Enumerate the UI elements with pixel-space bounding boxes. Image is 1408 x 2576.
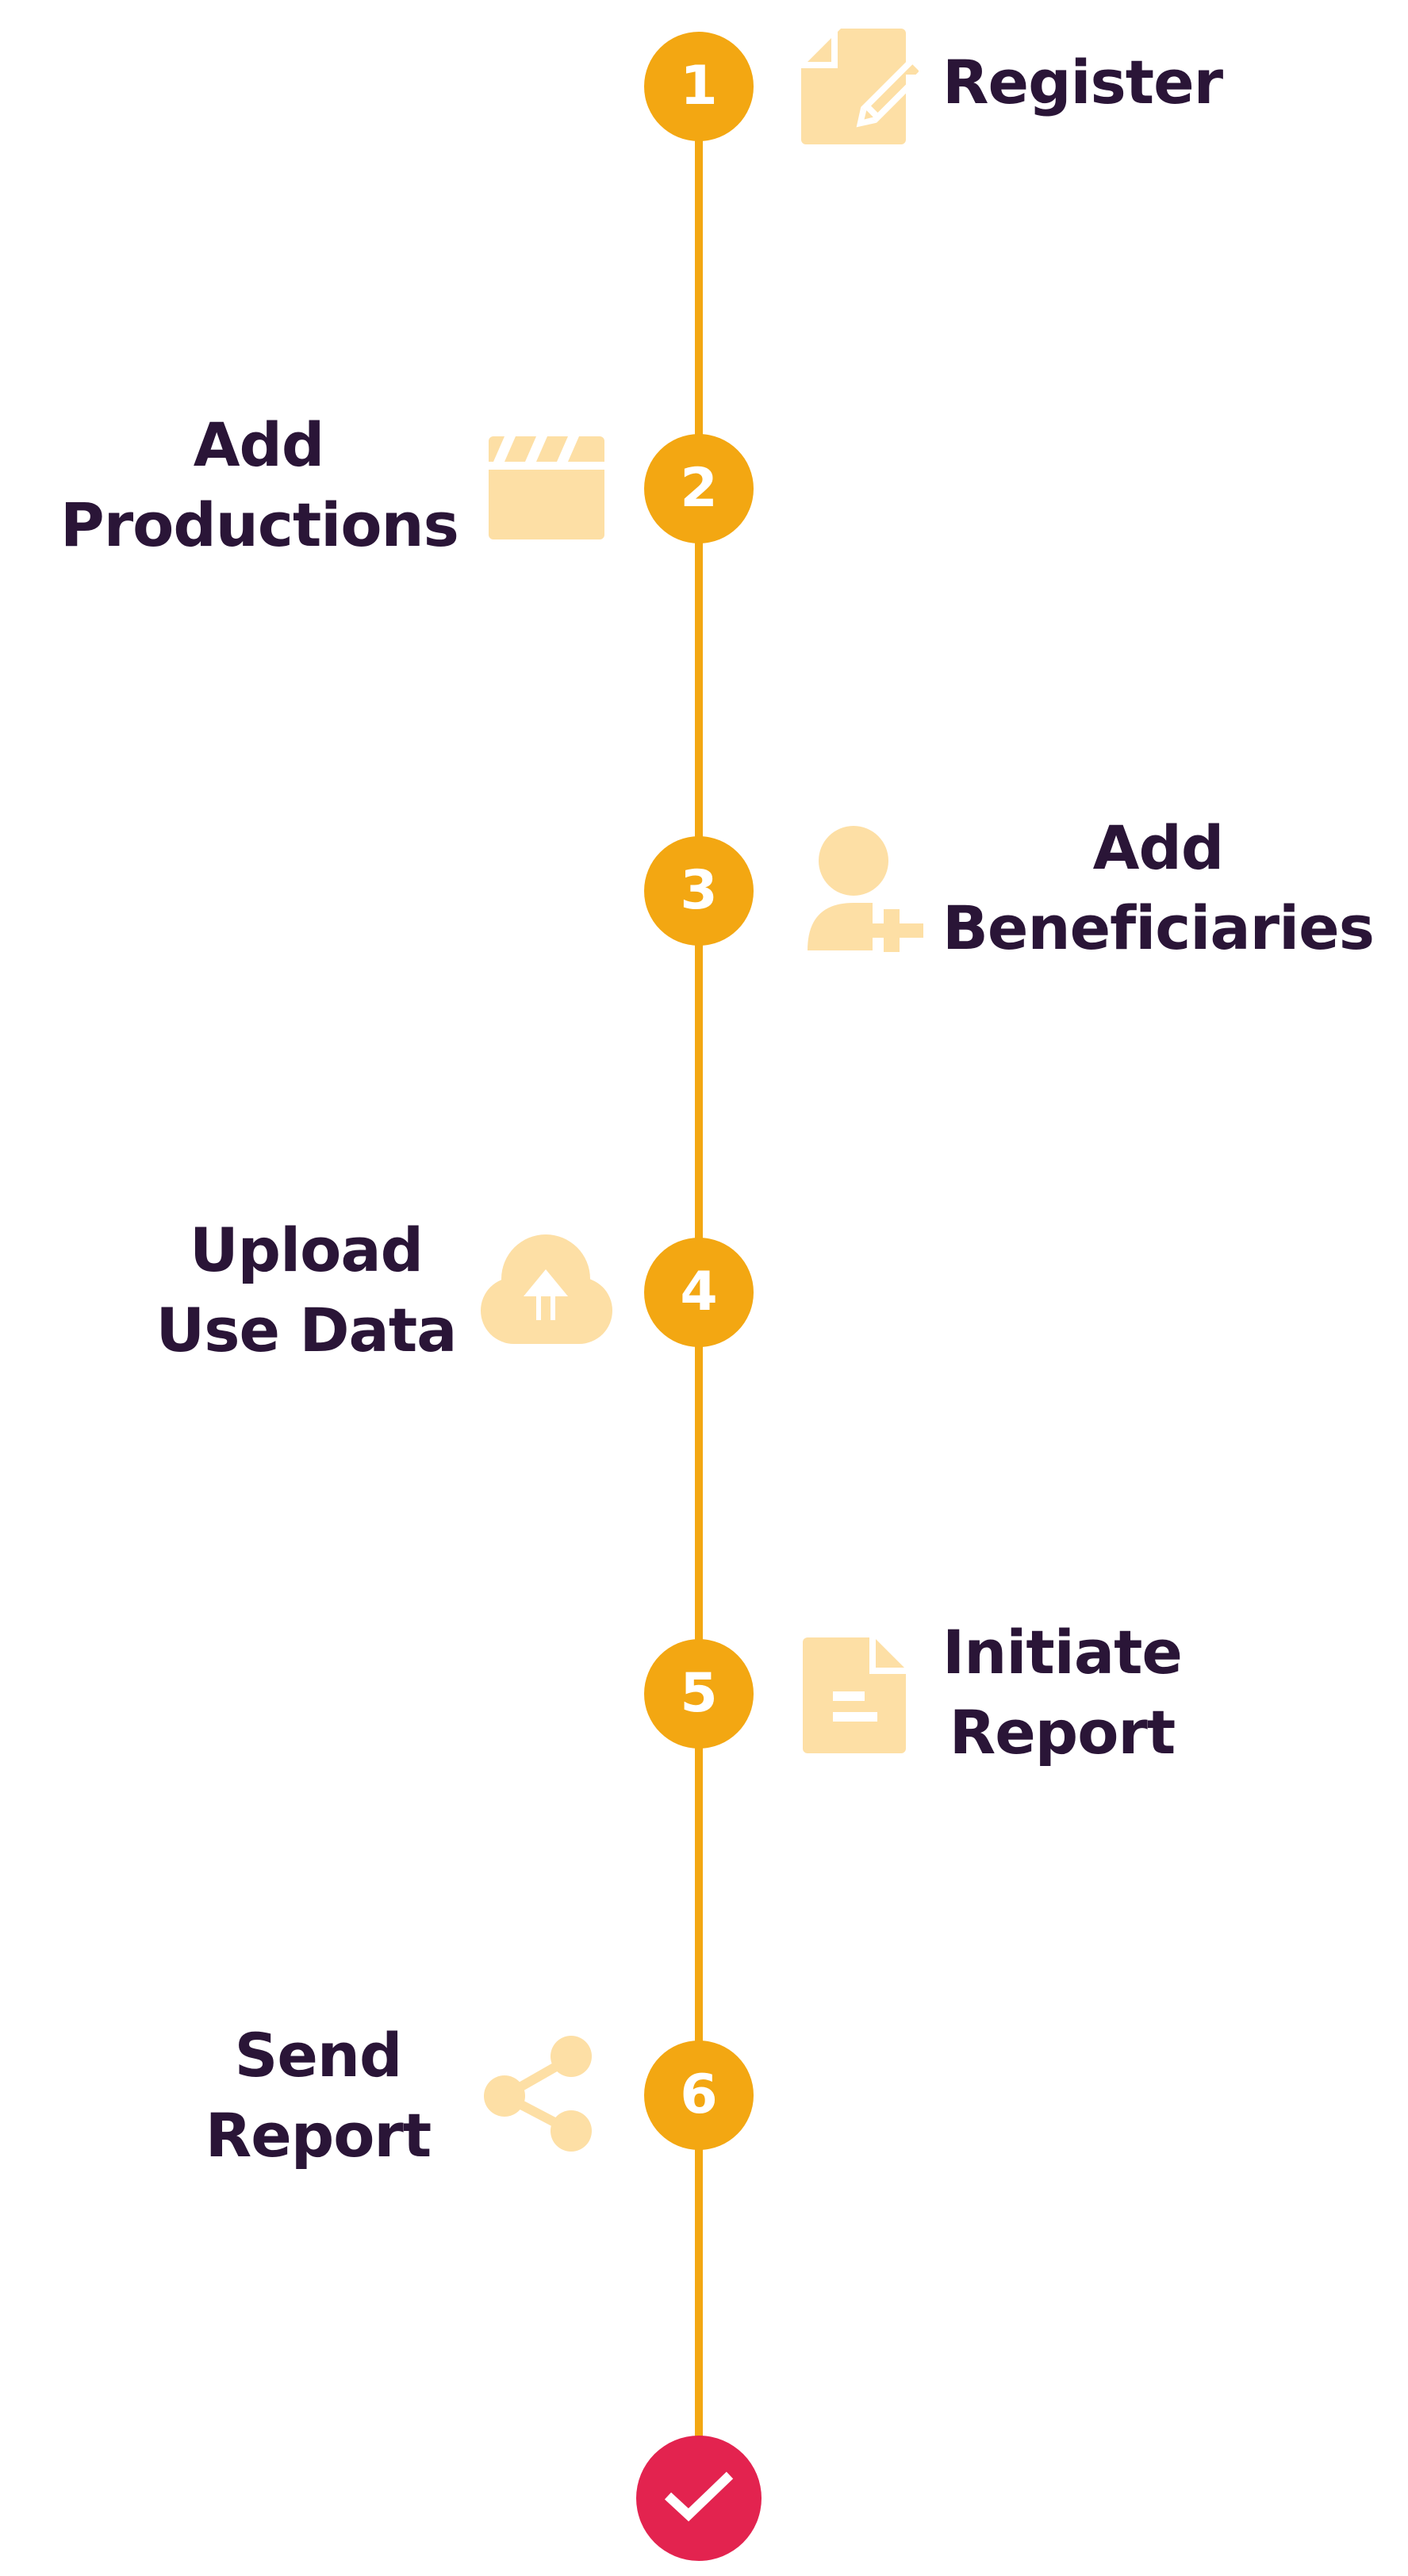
step-4-circle: 4	[644, 1238, 754, 1347]
step-5-label: Initiate Report	[942, 1612, 1183, 1772]
step-5-label-line-1: Initiate	[942, 1617, 1183, 1687]
step-6-label: Send Report	[179, 2015, 457, 2175]
step-2-circle: 2	[644, 434, 754, 543]
step-6-circle: 6	[644, 2040, 754, 2150]
checkmark-icon	[663, 2469, 735, 2528]
step-6-label-line-1: Send	[234, 2020, 403, 2090]
step-2-number: 2	[680, 457, 718, 520]
step-4-label-line-1: Upload	[189, 1215, 424, 1285]
step-1-label: Register	[942, 42, 1223, 122]
step-4-label-line-2: Use Data	[155, 1295, 458, 1365]
step-3-number: 3	[680, 859, 718, 922]
step-2-label-line-2: Productions	[60, 489, 459, 560]
document-edit-icon	[800, 27, 919, 146]
step-2-label-line-1: Add	[193, 409, 325, 480]
step-1-circle: 1	[644, 32, 754, 141]
add-user-icon	[804, 825, 923, 952]
step-6-label-line-2: Report	[205, 2100, 432, 2171]
step-2-label: Add Productions	[60, 405, 459, 565]
step-5-circle: 5	[644, 1639, 754, 1749]
step-3-label: Add Beneficiaries	[942, 808, 1375, 968]
step-4-label: Upload Use Data	[155, 1210, 458, 1370]
share-icon	[482, 2033, 593, 2153]
report-document-icon	[801, 1636, 907, 1755]
step-1-label-line-1: Register	[942, 47, 1223, 117]
step-1-number: 1	[680, 55, 718, 117]
step-5-number: 5	[680, 1662, 718, 1725]
clapperboard-icon	[487, 433, 606, 543]
step-3-circle: 3	[644, 836, 754, 946]
step-3-label-line-1: Add	[1092, 812, 1225, 883]
step-5-label-line-2: Report	[949, 1697, 1176, 1768]
cloud-upload-icon	[481, 1233, 612, 1347]
step-6-number: 6	[680, 2063, 718, 2126]
step-4-number: 4	[680, 1261, 718, 1323]
completion-circle	[636, 2436, 762, 2561]
step-3-label-line-2: Beneficiaries	[942, 893, 1375, 963]
